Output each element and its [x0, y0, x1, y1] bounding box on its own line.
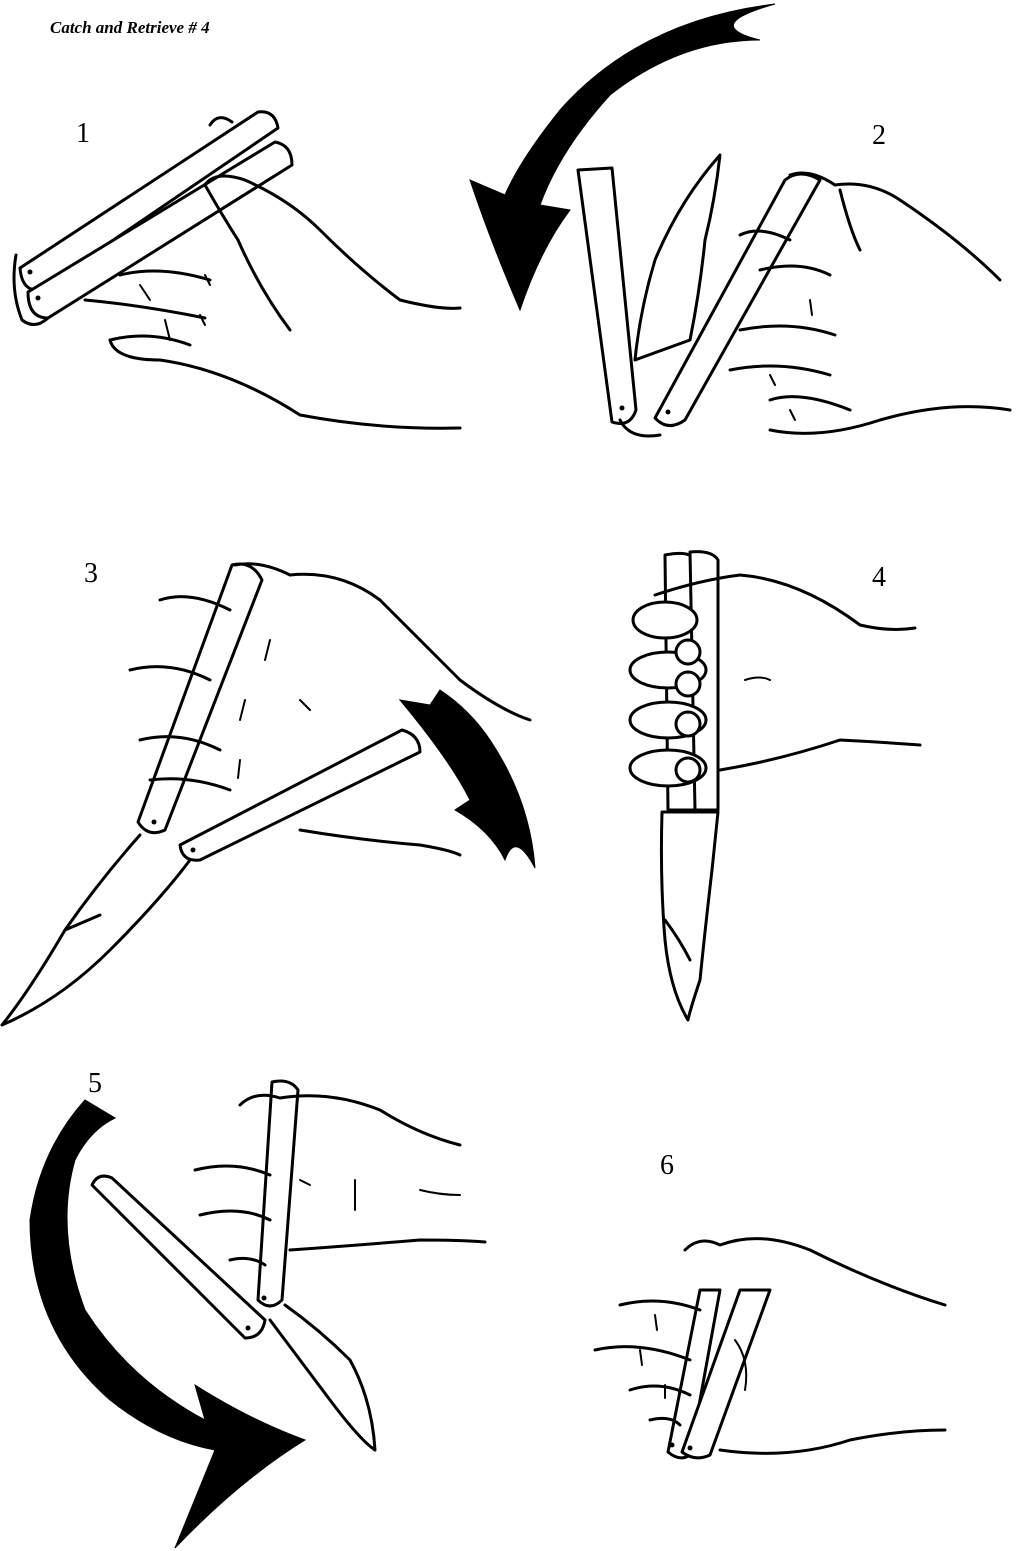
fist-icon — [630, 575, 920, 786]
knife-open-icon — [578, 155, 820, 436]
step-4-illustration — [630, 552, 920, 1020]
knife-open-icon — [2, 564, 420, 1025]
hand-icon — [195, 1095, 485, 1265]
knife-closed-icon — [668, 1290, 770, 1458]
step-5-illustration — [30, 1081, 485, 1548]
knife-closed-icon — [14, 112, 292, 325]
step-6-illustration — [595, 1239, 945, 1458]
step-2-illustration — [470, 4, 1010, 436]
curved-arrow-icon — [400, 690, 535, 868]
step-1-illustration — [14, 112, 460, 428]
hand-icon — [595, 1239, 945, 1454]
step-3-illustration — [2, 564, 535, 1025]
